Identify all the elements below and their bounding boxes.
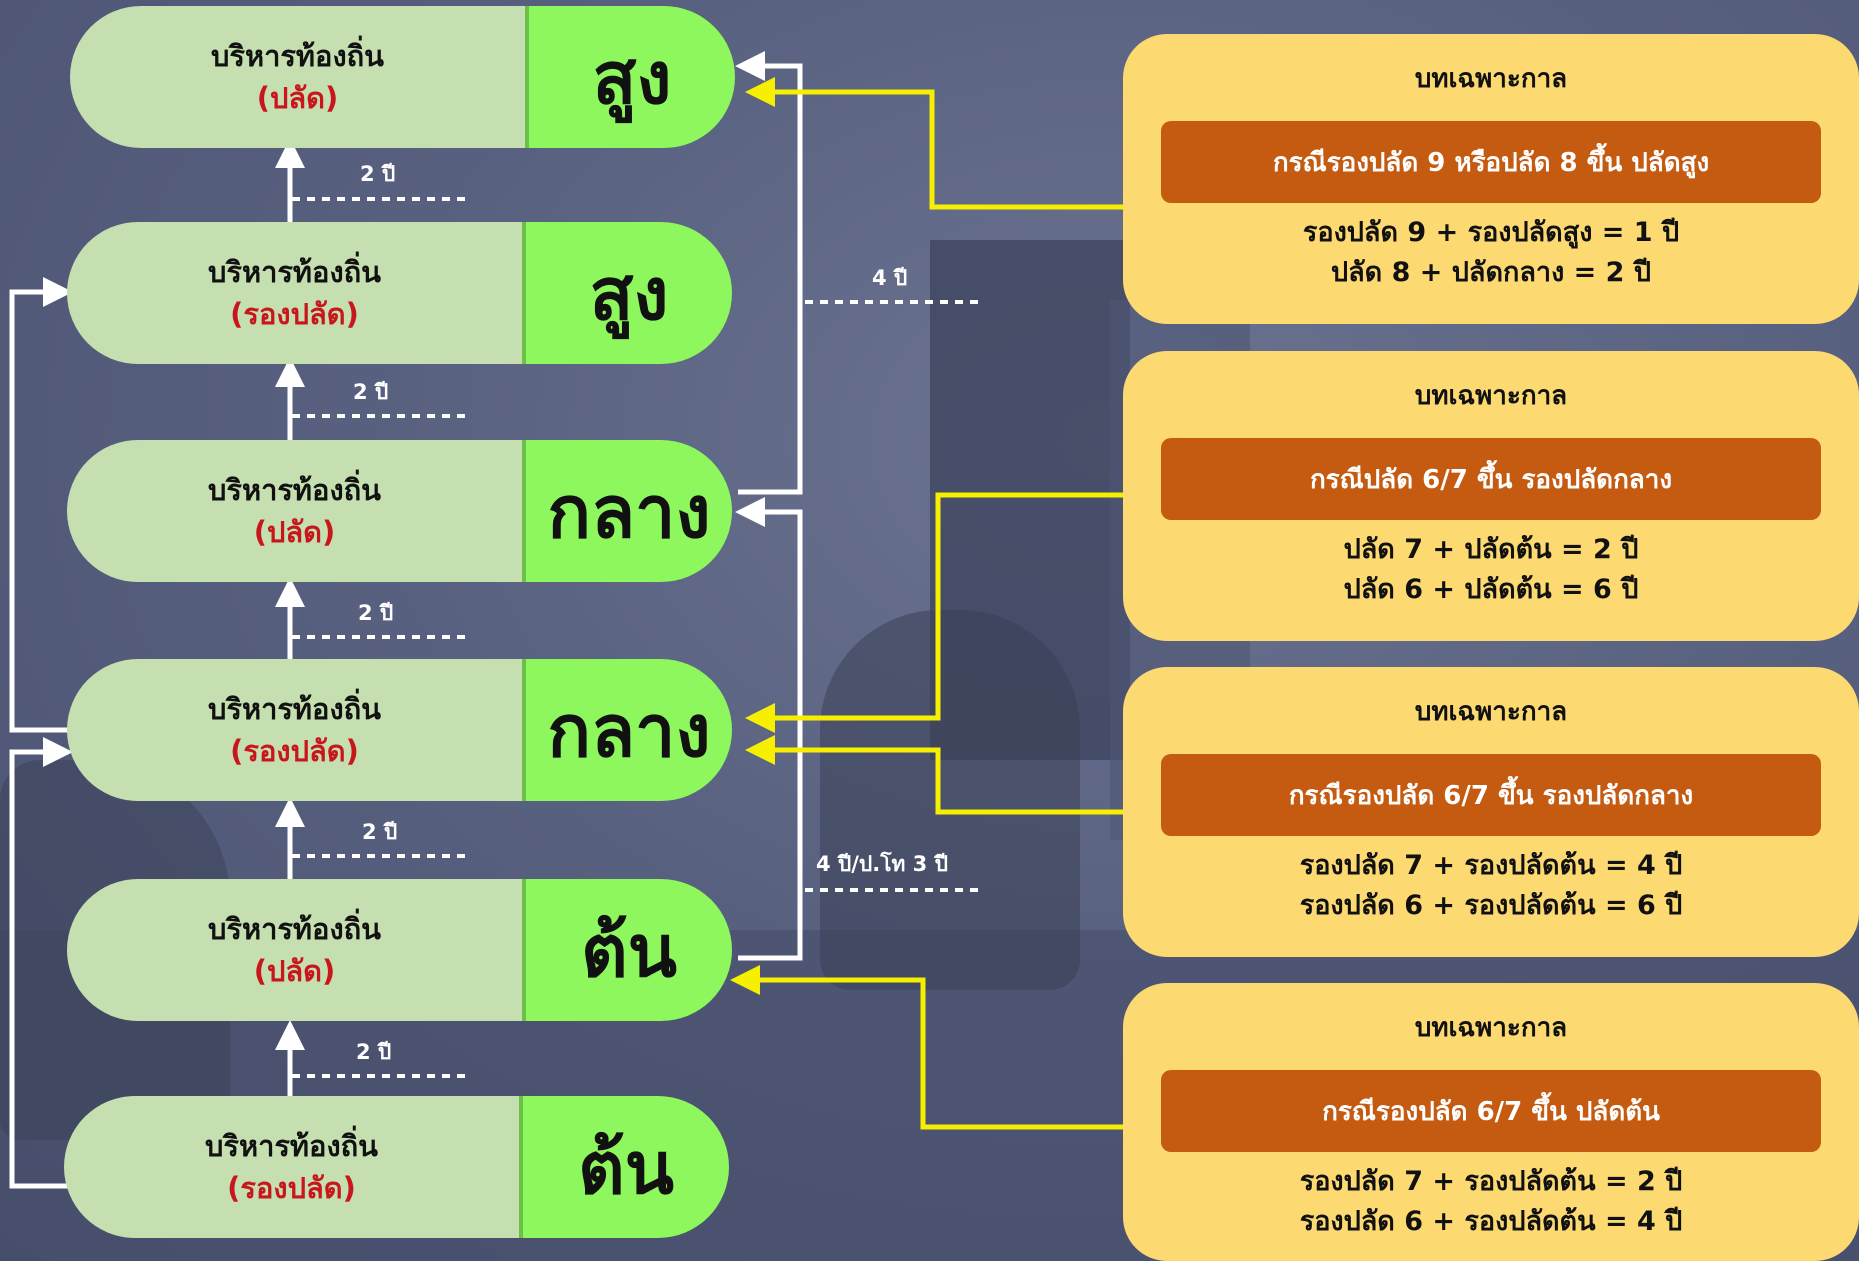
card-title: บทเฉพาะกาล [1414,1013,1568,1043]
level-pill-deputy-chief-middle: บริหารท้องถิ่น (รองปลัด) กลาง [67,659,732,801]
card-line: ปลัด 8 + ปลัดกลาง = 2 ปี [1330,257,1652,288]
pill-title: บริหารท้องถิ่น [207,255,382,289]
pill-position: (ปลัด) [253,954,336,988]
pill-position-area: บริหารท้องถิ่น (รองปลัด) [67,222,522,364]
duration-label: 2 ปี [356,1040,392,1064]
pill-grade: สูง [522,222,732,364]
duration-label: 2 ปี [358,601,394,625]
pill-position-area: บริหารท้องถิ่น (ปลัด) [67,879,522,1021]
card-line: รองปลัด 6 + รองปลัดต้น = 4 ปี [1299,1206,1683,1237]
card-lines: รองปลัด 9 + รองปลัดสูง = 1 ปี ปลัด 8 + ป… [1303,213,1679,293]
level-pill-deputy-chief-initial: บริหารท้องถิ่น (รองปลัด) ต้น [64,1096,729,1238]
card-case-banner: กรณีปลัด 6/7 ขึ้น รองปลัดกลาง [1161,438,1821,520]
card-title: บทเฉพาะกาล [1414,64,1568,94]
level-pill-local-chief-initial: บริหารท้องถิ่น (ปลัด) ต้น [67,879,732,1021]
pill-title: บริหารท้องถิ่น [207,473,382,507]
card-lines: รองปลัด 7 + รองปลัดต้น = 2 ปี รองปลัด 6 … [1300,1162,1683,1242]
background-figure [820,610,1080,990]
pill-position-area: บริหารท้องถิ่น (ปลัด) [70,6,525,148]
pill-position-area: บริหารท้องถิ่น (รองปลัด) [64,1096,519,1238]
bypass-arrow-right-upper [735,51,803,495]
pill-grade: ต้น [522,879,732,1021]
transitional-card-3: บทเฉพาะกาล กรณีรองปลัด 6/7 ขึ้น รองปลัดก… [1123,667,1859,957]
duration-label: 2 ปี [360,162,396,186]
level-pill-local-chief-high: บริหารท้องถิ่น (ปลัด) สูง [70,6,735,148]
bypass-arrow-right-lower [735,497,803,961]
pill-position-area: บริหารท้องถิ่น (ปลัด) [67,440,522,582]
pill-position: (รองปลัด) [227,1171,356,1205]
card-case-banner: กรณีรองปลัด 6/7 ขึ้น รองปลัดกลาง [1161,754,1821,836]
bypass-arrow-left-upper [9,277,73,733]
pill-title: บริหารท้องถิ่น [210,39,385,73]
pill-grade: ต้น [519,1096,729,1238]
duration-label: 2 ปี [362,820,398,844]
duration-label-mid-to-high: 4 ปี [872,266,908,290]
duration-label: 2 ปี [353,380,389,404]
card-title: บทเฉพาะกาล [1414,697,1568,727]
card-line: ปลัด 7 + ปลัดต้น = 2 ปี [1343,534,1639,565]
card-lines: รองปลัด 7 + รองปลัดต้น = 4 ปี รองปลัด 6 … [1300,846,1683,926]
level-pill-local-chief-middle: บริหารท้องถิ่น (ปลัด) กลาง [67,440,732,582]
card-line: ปลัด 6 + ปลัดต้น = 6 ปี [1343,574,1639,605]
transitional-card-2: บทเฉพาะกาล กรณีปลัด 6/7 ขึ้น รองปลัดกลาง… [1123,351,1859,641]
transitional-card-1: บทเฉพาะกาล กรณีรองปลัด 9 หรือปลัด 8 ขึ้น… [1123,34,1859,324]
pill-title: บริหารท้องถิ่น [204,1129,379,1163]
card-line: รองปลัด 7 + รองปลัดต้น = 2 ปี [1299,1166,1683,1197]
card-case-banner: กรณีรองปลัด 6/7 ขึ้น ปลัดต้น [1161,1070,1821,1152]
card-line: รองปลัด 9 + รองปลัดสูง = 1 ปี [1302,217,1680,248]
pill-position: (ปลัด) [256,81,339,115]
card-case-banner: กรณีรองปลัด 9 หรือปลัด 8 ขึ้น ปลัดสูง [1161,121,1821,203]
pill-grade: กลาง [522,440,732,582]
card-line: รองปลัด 6 + รองปลัดต้น = 6 ปี [1299,890,1683,921]
card-title: บทเฉพาะกาล [1414,381,1568,411]
transitional-card-4: บทเฉพาะกาล กรณีรองปลัด 6/7 ขึ้น ปลัดต้น … [1123,983,1859,1261]
pill-position-area: บริหารท้องถิ่น (รองปลัด) [67,659,522,801]
card-connector-1 [745,77,1123,210]
pill-grade: สูง [525,6,735,148]
pill-title: บริหารท้องถิ่น [207,912,382,946]
duration-label-low-to-mid: 4 ปี/ป.โท 3 ปี [816,852,948,876]
card-connector-2 [745,492,1123,733]
card-connector-4 [730,965,1123,1130]
bypass-arrow-left-lower [9,737,73,1189]
pill-title: บริหารท้องถิ่น [207,692,382,726]
pill-position: (รองปลัด) [230,734,359,768]
pill-position: (รองปลัด) [230,297,359,331]
card-connector-3 [745,735,1123,815]
card-line: รองปลัด 7 + รองปลัดต้น = 4 ปี [1299,850,1683,881]
pill-grade: กลาง [522,659,732,801]
level-pill-deputy-chief-high: บริหารท้องถิ่น (รองปลัด) สูง [67,222,732,364]
pill-position: (ปลัด) [253,515,336,549]
card-lines: ปลัด 7 + ปลัดต้น = 2 ปี ปลัด 6 + ปลัดต้น… [1344,530,1639,610]
